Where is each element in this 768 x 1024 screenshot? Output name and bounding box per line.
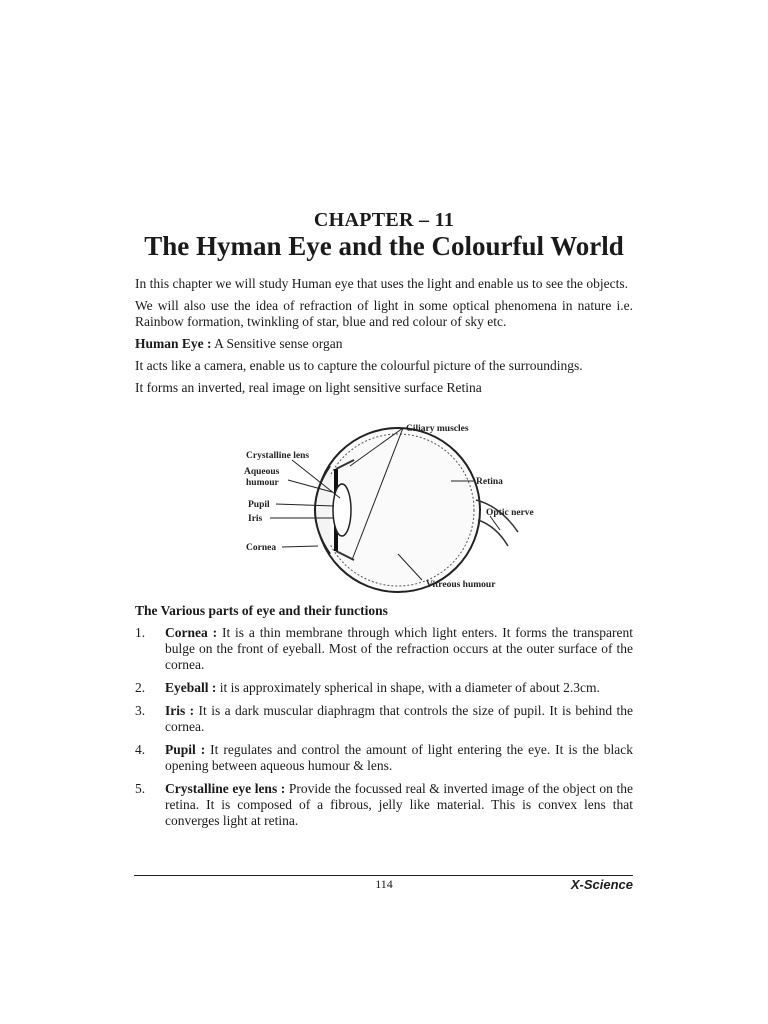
intro-paragraph-4: It acts like a camera, enable us to capt…: [135, 358, 583, 373]
item-term: Pupil :: [165, 742, 206, 757]
chapter-title: The Hyman Eye and the Colourful World: [144, 231, 624, 261]
item-text: it is approximately spherical in shape, …: [216, 680, 600, 695]
item-text: Provide the focussed real & inverted ima…: [165, 781, 634, 828]
label-cornea: Cornea: [246, 543, 276, 553]
label-vitreous: Vitreous humour: [426, 580, 496, 590]
eye-diagram: Ciliary muscles Crystalline lens Aqueous…: [238, 414, 548, 598]
list-item: 2. Eyeball : it is approximately spherica…: [135, 680, 633, 696]
label-optic-nerve: Optic nerve: [486, 508, 534, 518]
page-number: 114: [375, 877, 393, 891]
item-term: Cornea :: [165, 625, 218, 640]
item-number: 5.: [135, 781, 146, 796]
retina-layer: [321, 433, 475, 587]
chapter-number: CHAPTER – 11: [313, 209, 455, 231]
item-text: It regulates and control the amount of l…: [165, 742, 633, 773]
intro-paragraph-5: It forms an inverted, real image on ligh…: [135, 380, 482, 395]
footer-rule: [134, 875, 633, 876]
label-retina: Retina: [476, 477, 503, 487]
label-iris: Iris: [248, 514, 263, 524]
list-item: 3. Iris : It is a dark muscular diaphragm…: [135, 703, 633, 735]
list-item: 4. Pupil : It regulates and control the a…: [135, 742, 633, 774]
item-number: 2.: [135, 680, 146, 695]
intro-text: In this chapter we will study Human eye …: [135, 276, 633, 402]
item-number: 1.: [135, 625, 146, 640]
optic-nerve-shape: [475, 499, 519, 547]
human-eye-text: A Sensitive sense organ: [211, 336, 343, 351]
intro-paragraph-2: We will also use the idea of refraction …: [135, 298, 633, 329]
item-number: 4.: [135, 742, 146, 757]
item-number: 3.: [135, 703, 146, 718]
footer-brand: X-Science: [570, 877, 633, 892]
label-aqueous-1: Aqueous: [244, 467, 280, 477]
item-text: It is a dark muscular diaphragm that con…: [165, 703, 634, 734]
list-item: 1. Cornea : It is a thin membrane through…: [135, 625, 633, 673]
label-crystalline: Crystalline lens: [246, 451, 309, 461]
parts-list: 1. Cornea : It is a thin membrane through…: [135, 625, 633, 836]
item-term: Eyeball :: [165, 680, 217, 695]
intro-paragraph-1: In this chapter we will study Human eye …: [135, 276, 629, 291]
crystalline-lens-shape: [332, 483, 352, 537]
cornea-shape: [314, 465, 331, 555]
eye-diagram-svg: Ciliary muscles Crystalline lens Aqueous…: [244, 424, 534, 593]
section-heading: The Various parts of eye and their funct…: [135, 603, 388, 618]
ciliary-upper: [335, 459, 355, 470]
ciliary-lower: [335, 550, 355, 561]
label-aqueous-2: humour: [246, 478, 280, 488]
label-ciliary: Ciliary muscles: [406, 424, 469, 434]
label-pupil: Pupil: [248, 500, 270, 510]
intro-paragraph-3: Human Eye : A Sensitive sense organ: [135, 336, 633, 352]
item-term: Crystalline eye lens :: [165, 781, 286, 796]
item-text: It is a thin membrane through which ligh…: [165, 625, 633, 672]
item-term: Iris :: [165, 703, 195, 718]
human-eye-label: Human Eye :: [135, 336, 212, 351]
list-item: 5. Crystalline eye lens : Provide the foc…: [135, 781, 633, 829]
